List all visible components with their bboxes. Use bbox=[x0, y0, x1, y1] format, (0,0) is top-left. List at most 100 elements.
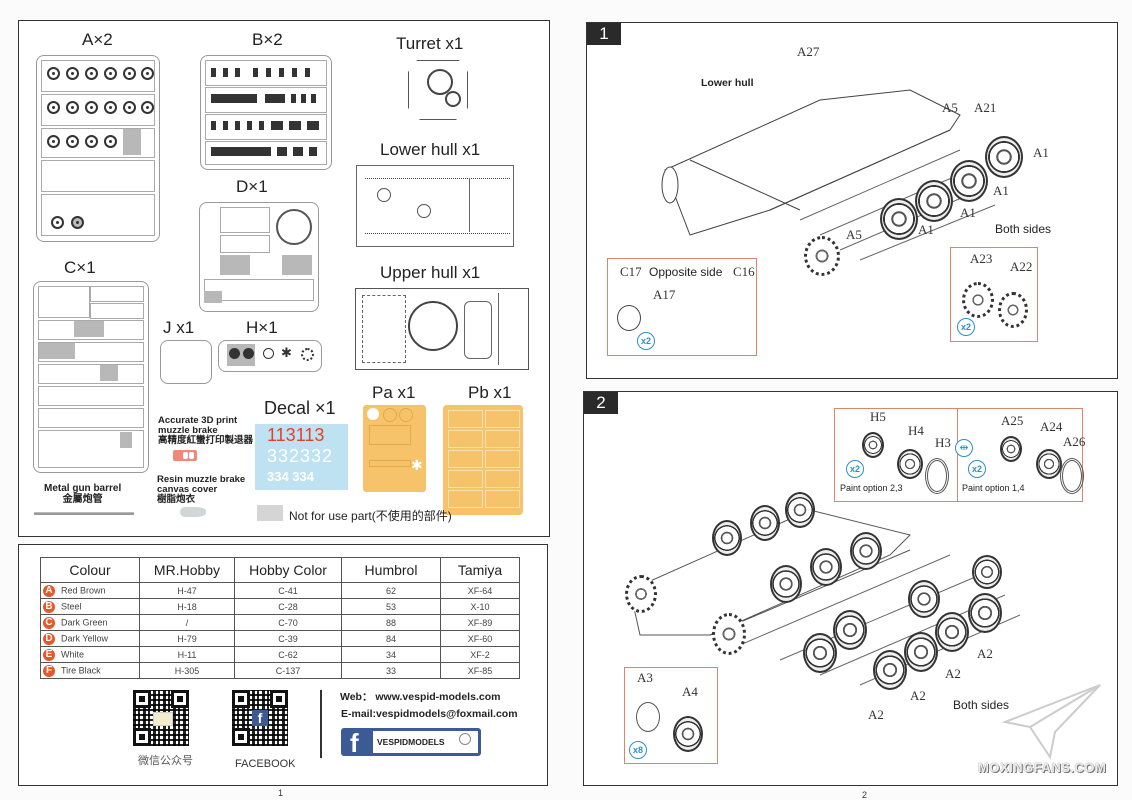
upper-hull-drawing bbox=[355, 288, 529, 370]
hobbycolor-cell: C-28 bbox=[234, 598, 342, 615]
mrhobby-cell: H-11 bbox=[139, 646, 235, 663]
metal-barrel-note: Metal gun barrel 金屬炮管 bbox=[44, 483, 121, 505]
muzzle-brake-3d-note: Accurate 3D print muzzle brake 高精度紅蠻打印製退… bbox=[158, 416, 253, 446]
sprue-a-title: A×2 bbox=[82, 30, 113, 49]
pa-title: Pa x1 bbox=[372, 383, 416, 402]
lower-hull-label: Lower hull bbox=[701, 77, 754, 89]
idler-wheel bbox=[972, 555, 1002, 589]
decal-row-3: 334 334 bbox=[267, 469, 314, 484]
part-a2-label: A2 bbox=[977, 646, 993, 661]
resin-cover-note: Resin muzzle brake canvas cover 樹脂炮衣 bbox=[157, 475, 245, 505]
barrel-line1: Metal gun barrel bbox=[44, 483, 122, 494]
part-a23-label: A23 bbox=[970, 251, 993, 266]
part-a1-label: A1 bbox=[960, 205, 976, 220]
part-a17-label: A17 bbox=[653, 287, 676, 302]
part-a1-label: A1 bbox=[993, 183, 1009, 198]
sprocket-a22 bbox=[998, 292, 1028, 328]
turret-drawing bbox=[408, 60, 468, 120]
photoetch-pb bbox=[443, 405, 523, 515]
tamiya-cell: XF-60 bbox=[440, 630, 520, 647]
wechat-qr-code[interactable] bbox=[133, 690, 189, 746]
watermark-text: MOXINGFANS.COM bbox=[978, 760, 1107, 775]
road-wheel-a2 bbox=[968, 593, 1002, 633]
facebook-logo-icon: f bbox=[350, 728, 359, 758]
humbrol-cell: 34 bbox=[341, 646, 441, 663]
email-address[interactable]: E-mail:vespidmodels@foxmail.com bbox=[341, 708, 518, 720]
paint-table-header: Colour MR.Hobby Hobby Color Humbrol Tami… bbox=[40, 557, 520, 583]
colour-name: Red Brown bbox=[61, 584, 106, 595]
road-wheel bbox=[785, 492, 815, 528]
step-1-number: 1 bbox=[587, 23, 621, 45]
muzzle-3d-line3: 高精度紅蠻打印製退器 bbox=[158, 435, 254, 446]
hobbycolor-cell: C-137 bbox=[234, 662, 342, 679]
decal-sheet: 113113 332332 334 334 bbox=[255, 424, 348, 490]
header-hobbycolor: Hobby Color bbox=[234, 557, 342, 583]
part-c17-label: C17 bbox=[620, 264, 642, 279]
upper-hull-title: Upper hull x1 bbox=[380, 263, 481, 282]
metal-barrel-part bbox=[34, 512, 134, 515]
quantity-x2-badge: x2 bbox=[846, 460, 864, 478]
resin-line1: Resin muzzle brake bbox=[157, 474, 246, 485]
paper-plane-watermark-icon bbox=[1001, 684, 1101, 760]
road-wheel bbox=[850, 532, 882, 570]
idler-a26-ring bbox=[1060, 458, 1084, 494]
part-a22-label: A22 bbox=[1010, 259, 1033, 274]
muzzle-3d-line1: Accurate 3D print bbox=[158, 415, 238, 426]
colour-badge: E bbox=[43, 648, 55, 661]
header-humbrol: Humbrol bbox=[341, 557, 441, 583]
drive-sprocket bbox=[712, 613, 746, 655]
part-a26-label: A26 bbox=[1063, 434, 1086, 449]
sprue-j-title: J x1 bbox=[163, 318, 195, 337]
final-drive-c17 bbox=[617, 305, 641, 331]
colour-name: Dark Yellow bbox=[61, 632, 109, 643]
hobbycolor-cell: C-62 bbox=[234, 646, 342, 663]
drive-sprocket bbox=[804, 236, 840, 276]
road-wheel-a2 bbox=[908, 580, 940, 618]
road-wheel-a2 bbox=[904, 632, 938, 672]
mrhobby-cell: H-79 bbox=[139, 630, 235, 647]
idler-a25 bbox=[1000, 436, 1022, 462]
hobbycolor-cell: C-39 bbox=[234, 630, 342, 647]
part-a2-label: A2 bbox=[945, 666, 961, 681]
hobbycolor-cell: C-70 bbox=[234, 614, 342, 631]
colour-badge: D bbox=[43, 632, 55, 645]
part-a5-label: A5 bbox=[942, 100, 958, 115]
quantity-x8-badge: x8 bbox=[629, 741, 647, 759]
page-number-1: 1 bbox=[278, 788, 284, 798]
humbrol-cell: 53 bbox=[341, 598, 441, 615]
resin-line3: 樹脂炮衣 bbox=[157, 494, 196, 505]
mrhobby-cell: / bbox=[139, 614, 235, 631]
colour-badge: B bbox=[43, 600, 55, 613]
road-wheel-a4 bbox=[673, 716, 703, 752]
facebook-search-bar[interactable]: f VESPIDMODELS bbox=[341, 728, 481, 758]
colour-badge: A bbox=[43, 584, 55, 597]
barrel-line2: 金屬炮管 bbox=[62, 494, 103, 505]
quantity-x2-badge: x2 bbox=[637, 332, 655, 350]
colour-badge: C bbox=[43, 616, 55, 629]
part-h3-label: H3 bbox=[935, 435, 951, 450]
turret-title: Turret x1 bbox=[396, 34, 464, 53]
photoetch-pa: ✱ bbox=[363, 405, 426, 492]
decal-row-2: 332332 bbox=[267, 446, 334, 466]
facebook-qr-code[interactable]: f bbox=[232, 690, 288, 746]
header-mrhobby: MR.Hobby bbox=[139, 557, 235, 583]
road-wheel bbox=[750, 505, 780, 541]
part-a1-label: A1 bbox=[1033, 145, 1049, 160]
pb-title: Pb x1 bbox=[468, 383, 512, 402]
web-url[interactable]: Web： www.vespid-models.com bbox=[340, 691, 501, 703]
part-a24-label: A24 bbox=[1040, 419, 1063, 434]
facebook-icon: f bbox=[252, 710, 268, 726]
facebook-handle: VESPIDMODELS bbox=[377, 737, 445, 747]
road-wheel-a1 bbox=[880, 198, 918, 240]
sprocket-callout bbox=[950, 247, 1038, 342]
road-wheel-callout bbox=[624, 667, 718, 764]
search-icon bbox=[459, 733, 471, 745]
sprue-h-title: H×1 bbox=[246, 318, 278, 337]
sprue-c-title: C×1 bbox=[64, 258, 96, 277]
idler-h4 bbox=[897, 449, 923, 479]
sprue-h: ✱ bbox=[218, 340, 322, 372]
step-1-frame bbox=[586, 22, 1118, 379]
